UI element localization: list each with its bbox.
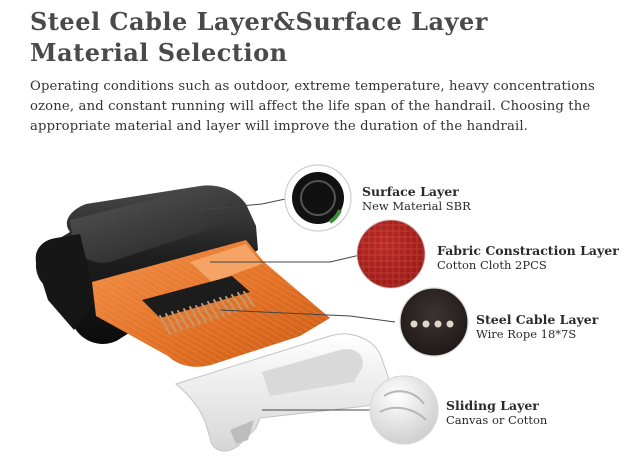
steel-cable-desc: Wire Rope 18*7S: [476, 327, 598, 342]
rubber-cross-section-icon: [285, 165, 351, 231]
canvas-icon: [370, 376, 438, 444]
sliding-layer-name: Sliding Layer: [446, 398, 547, 413]
wire-rope-icon: [400, 288, 468, 356]
fabric-layer-desc: Cotton Cloth 2PCS: [437, 258, 619, 273]
surface-layer-name: Surface Layer: [362, 184, 471, 199]
surface-layer-desc: New Material SBR: [362, 199, 471, 214]
surface-layer-callout: Surface Layer New Material SBR: [362, 184, 471, 214]
fabric-layer-callout: Fabric Constraction Layer Cotton Cloth 2…: [437, 243, 619, 273]
steel-cable-name: Steel Cable Layer: [476, 312, 598, 327]
sliding-layer-callout: Sliding Layer Canvas or Cotton: [446, 398, 547, 428]
red-fabric-icon: [357, 220, 425, 288]
steel-cable-callout: Steel Cable Layer Wire Rope 18*7S: [476, 312, 598, 342]
fabric-layer-name: Fabric Constraction Layer: [437, 243, 619, 258]
sliding-layer-desc: Canvas or Cotton: [446, 413, 547, 428]
